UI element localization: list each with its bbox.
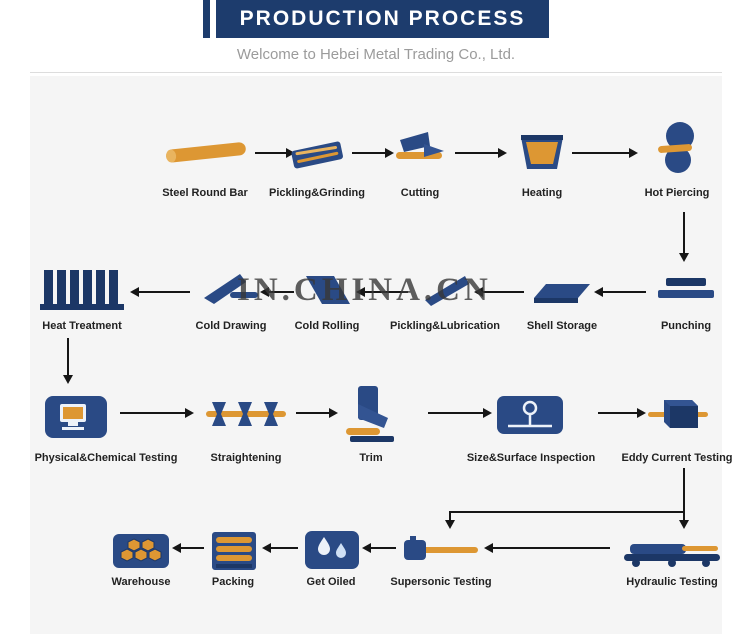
cold-rolling-icon [300, 270, 356, 310]
step-label-physical-chemical-testing: Physical&Chemical Testing [34, 452, 178, 464]
arrow-right-icon [352, 148, 394, 158]
step-label-packing: Packing [211, 576, 255, 588]
warehouse-icon [112, 532, 170, 570]
arrow-left-icon [260, 287, 294, 297]
arrow-right-icon [120, 408, 194, 418]
step-label-cutting: Cutting [400, 187, 440, 199]
cutting-icon [394, 130, 446, 172]
eddy-current-testing-icon [646, 394, 710, 436]
step-label-shell-storage: Shell Storage [526, 320, 598, 332]
step-label-pickling-lubrication: Pickling&Lubrication [389, 320, 501, 332]
step-label-steel-round-bar: Steel Round Bar [162, 187, 248, 199]
pickling-lubrication-icon [417, 270, 473, 310]
step-label-hydraulic-testing: Hydraulic Testing [626, 576, 718, 588]
shell-storage-icon [532, 276, 592, 306]
step-label-eddy-current-testing: Eddy Current Testing [621, 452, 733, 464]
step-label-get-oiled: Get Oiled [306, 576, 356, 588]
step-label-trim: Trim [359, 452, 383, 464]
get-oiled-icon [304, 528, 360, 572]
step-label-punching: Punching [660, 320, 712, 332]
arrow-down-icon [679, 212, 689, 262]
step-label-heat-treatment: Heat Treatment [42, 320, 122, 332]
supersonic-testing-icon [402, 536, 480, 564]
step-label-supersonic-testing: Supersonic Testing [390, 576, 492, 588]
hydraulic-testing-icon [622, 532, 722, 568]
step-label-cold-drawing: Cold Drawing [195, 320, 267, 332]
step-label-heating: Heating [521, 187, 563, 199]
arrow-left-icon [130, 287, 190, 297]
step-label-pickling-grinding: Pickling&Grinding [269, 187, 365, 199]
watermark: IN.CHINA.CN [237, 272, 492, 308]
straightening-icon [204, 400, 288, 428]
heating-icon [519, 133, 565, 173]
cold-drawing-icon [200, 270, 260, 310]
arrow-left-icon [474, 287, 524, 297]
hot-piercing-icon [652, 120, 702, 178]
connector-line [450, 511, 684, 513]
arrow-left-icon [262, 543, 298, 553]
arrow-right-icon [455, 148, 507, 158]
arrow-right-icon [572, 148, 638, 158]
arrow-left-icon [484, 543, 610, 553]
size-surface-inspection-icon [496, 392, 564, 438]
arrow-right-icon [598, 408, 646, 418]
arrow-down-icon [445, 511, 455, 529]
header-accent-bar [202, 0, 210, 38]
arrow-right-icon [255, 148, 295, 158]
steel-round-bar-icon [160, 138, 250, 168]
trim-icon [344, 384, 398, 444]
physical-chemical-testing-icon [44, 392, 108, 442]
punching-icon [656, 272, 716, 306]
pickling-grinding-icon [288, 136, 346, 172]
step-label-hot-piercing: Hot Piercing [644, 187, 710, 199]
page-title-bar: PRODUCTION PROCESS [215, 0, 550, 38]
step-label-cold-rolling: Cold Rolling [294, 320, 360, 332]
step-label-warehouse: Warehouse [111, 576, 171, 588]
arrow-left-icon [172, 543, 204, 553]
arrow-down-icon [63, 338, 73, 384]
arrow-right-icon [296, 408, 338, 418]
connector-line [683, 468, 685, 512]
packing-icon [208, 528, 260, 574]
arrow-left-icon [594, 287, 646, 297]
heat-treatment-icon [38, 268, 126, 314]
arrow-left-icon [362, 543, 396, 553]
step-label-size-surface-inspection: Size&Surface Inspection [466, 452, 596, 464]
divider-line [30, 72, 722, 73]
arrow-left-icon [356, 287, 408, 297]
step-label-straightening: Straightening [210, 452, 282, 464]
page-title: PRODUCTION PROCESS [239, 7, 526, 30]
arrow-down-icon [679, 511, 689, 529]
subtitle: Welcome to Hebei Metal Trading Co., Ltd. [236, 46, 516, 63]
arrow-right-icon [428, 408, 492, 418]
header: PRODUCTION PROCESS [0, 0, 752, 38]
